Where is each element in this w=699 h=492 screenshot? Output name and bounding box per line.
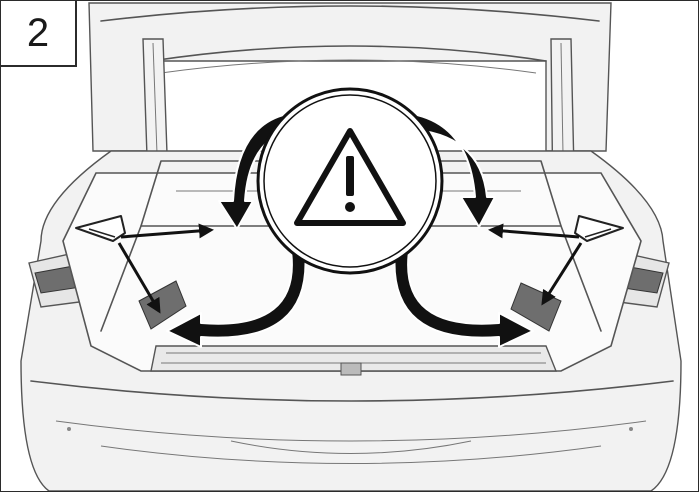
step-number-box: 2 <box>1 1 77 67</box>
step-number: 2 <box>27 13 49 53</box>
warning-circle <box>258 89 442 273</box>
